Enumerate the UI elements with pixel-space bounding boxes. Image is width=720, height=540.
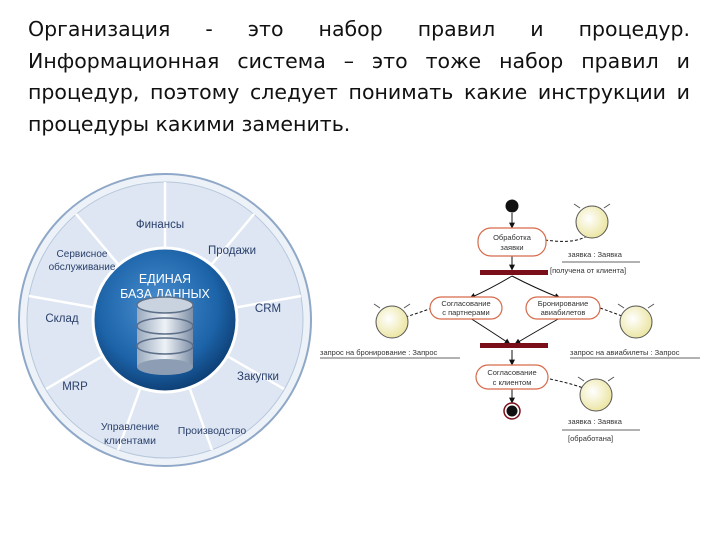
final-node: [503, 402, 521, 420]
action-book-tickets: Бронирование авиабилетов: [525, 296, 601, 320]
segment-sales: Продажи: [208, 245, 256, 257]
segment-production: Производство: [178, 425, 247, 437]
svg-text:заявки: заявки: [500, 243, 523, 252]
action-coordinate-partners: Согласование с партнерами: [429, 296, 503, 320]
object-order-bottom-label: заявка : Заявка: [568, 417, 623, 426]
erp-wheel: ЕДИНАЯ БАЗА ДАННЫХ Финансы Продажи CRM З…: [18, 173, 312, 467]
hub-label-line2: БАЗА ДАННЫХ: [120, 287, 210, 301]
segment-crm: CRM: [255, 303, 281, 315]
object-airline-request-label: запрос на авиабилеты : Запрос: [570, 348, 680, 357]
segment-warehouse: Склад: [45, 313, 79, 325]
object-circle-right: [617, 303, 655, 339]
database-icon: [136, 296, 194, 375]
object-order-top-state: [получена от клиента]: [550, 266, 626, 275]
object-circle-left: [373, 303, 411, 339]
svg-text:Обработка: Обработка: [493, 233, 532, 242]
object-order-top-label: заявка : Заявка: [568, 250, 623, 259]
svg-text:с клиентом: с клиентом: [493, 378, 532, 387]
svg-text:Бронирование: Бронирование: [538, 299, 589, 308]
join-bar: [480, 343, 548, 348]
hub-label-line1: ЕДИНАЯ: [139, 272, 191, 286]
segment-customer-mgmt-line2: клиентами: [104, 435, 156, 447]
segment-customer-mgmt-line1: Управление: [101, 421, 160, 433]
segment-service-line1: Сервисное: [57, 249, 108, 260]
uml-activity-diagram: Обработка заявки Согласование с партнера…: [320, 199, 700, 443]
svg-text:с партнерами: с партнерами: [442, 308, 490, 317]
segment-service-line2: обслуживание: [49, 261, 116, 273]
svg-text:авиабилетов: авиабилетов: [541, 308, 586, 317]
object-circle-bottom: [577, 376, 615, 412]
action-coordinate-client: Согласование с клиентом: [475, 364, 549, 390]
segment-purchasing: Закупки: [237, 371, 279, 383]
object-booking-request-label: запрос на бронирование : Запрос: [320, 348, 437, 357]
svg-text:Согласование: Согласование: [441, 299, 490, 308]
initial-node: [505, 199, 519, 213]
segment-finance: Финансы: [136, 219, 184, 231]
action-process-order: Обработка заявки: [477, 227, 547, 257]
segment-mrp: MRP: [62, 381, 88, 393]
object-order-bottom-state: [обработана]: [568, 434, 613, 443]
slide-paragraph: Организация - это набор правил и процеду…: [28, 17, 690, 136]
fork-bar: [480, 270, 548, 275]
svg-text:Согласование: Согласование: [487, 368, 536, 377]
object-circle-top: [573, 203, 611, 239]
